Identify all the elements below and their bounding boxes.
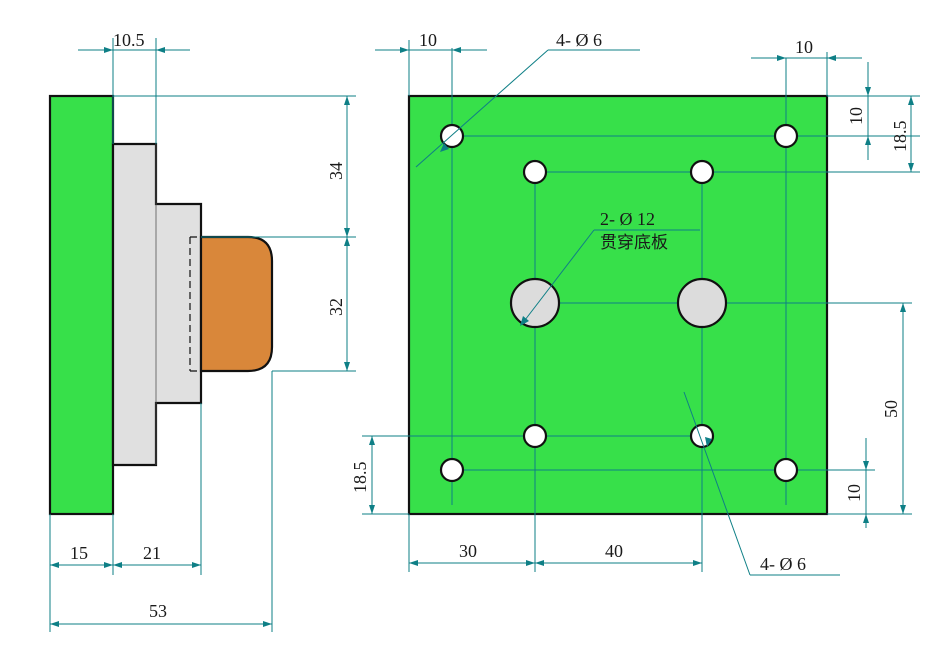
inner-hole-br xyxy=(689,423,715,449)
dim-side-34: 34 xyxy=(113,95,356,238)
dim-side-15-21: 15 21 xyxy=(49,403,202,632)
dim-text-left-18-5: 18.5 xyxy=(350,462,370,494)
front-plate xyxy=(407,94,829,516)
dim-side-32: 32 xyxy=(272,237,356,372)
dim-side-10-5: 10.5 xyxy=(78,30,190,144)
side-view: 10.5 34 32 15 21 xyxy=(48,30,356,632)
corner-hole-tr xyxy=(773,123,799,149)
callout-text-inner-holes: 4- Ø 6 xyxy=(760,554,806,574)
inner-hole-bl xyxy=(522,423,548,449)
dim-text-right-18-5: 18.5 xyxy=(890,121,910,153)
dim-front-50: 50 xyxy=(827,303,912,515)
callout-inner-holes: 4- Ø 6 xyxy=(683,391,840,576)
inner-hole-tr xyxy=(689,159,715,185)
dim-front-30-40: 30 40 xyxy=(408,514,702,572)
side-boss xyxy=(199,235,274,373)
dim-text-bottom-10: 10 xyxy=(844,484,864,502)
dim-text-right-10: 10 xyxy=(795,37,813,57)
dim-front-bottom-10: 10 xyxy=(844,438,869,528)
dim-text-40: 40 xyxy=(605,541,623,561)
side-base-plate xyxy=(48,94,115,516)
dim-front-right-10: 10 xyxy=(751,37,862,96)
dim-text-53: 53 xyxy=(149,601,167,621)
side-stepped-block xyxy=(111,142,203,467)
large-hole-right xyxy=(676,277,728,329)
callout-text-corner-holes: 4- Ø 6 xyxy=(556,30,602,50)
callout-text-center-holes: 2- Ø 12 xyxy=(600,209,655,229)
callout-text-center-holes-note: 贯穿底板 xyxy=(600,233,668,253)
dim-text-left-10: 10 xyxy=(419,30,437,50)
dim-front-right-vertical: 10 18.5 xyxy=(827,62,920,172)
dim-text-34: 34 xyxy=(326,162,346,180)
dim-front-left-10: 10 xyxy=(375,30,487,96)
dim-text-15: 15 xyxy=(70,543,88,563)
side-hidden-line xyxy=(189,236,201,372)
dim-side-53: 53 xyxy=(50,371,273,632)
dim-text-50: 50 xyxy=(881,400,901,418)
dim-text-30: 30 xyxy=(459,541,477,561)
corner-hole-br xyxy=(773,457,799,483)
dim-text-right-10-v: 10 xyxy=(846,107,866,125)
callout-center-holes: 2- Ø 12 贯穿底板 xyxy=(520,209,700,326)
dim-text-32: 32 xyxy=(326,298,346,316)
dim-text-10-5: 10.5 xyxy=(113,30,145,50)
dim-front-left-18-5: 18.5 xyxy=(350,436,409,515)
inner-hole-tl xyxy=(522,159,548,185)
large-hole-left xyxy=(509,277,561,329)
dim-text-21: 21 xyxy=(143,543,161,563)
callout-corner-holes: 4- Ø 6 xyxy=(415,30,640,168)
corner-hole-bl xyxy=(439,457,465,483)
front-view: 10 10 10 18.5 50 10 xyxy=(350,30,920,576)
